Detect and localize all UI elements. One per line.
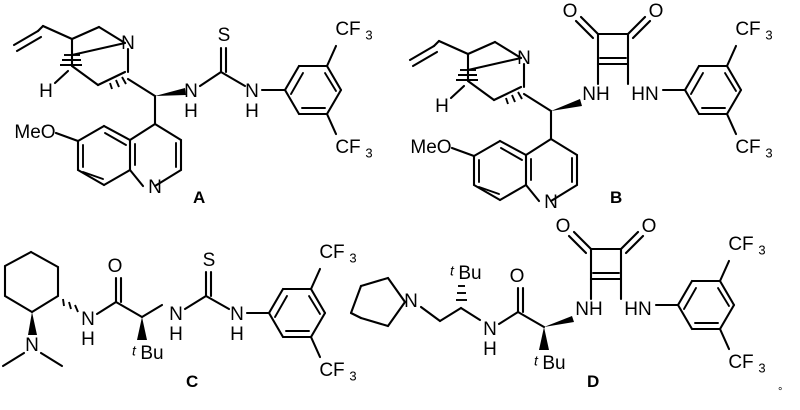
atom-label-N-thiourea-right-C: N xyxy=(230,304,244,325)
svg-text:CF: CF xyxy=(335,137,360,158)
atom-label-O-left-B: O xyxy=(563,1,578,22)
atom-label-tBu-bottom-D: t Bu xyxy=(534,353,566,374)
atom-label-CF3-bottom-A: CF 3 xyxy=(335,137,372,160)
structure-label-A: A xyxy=(193,188,206,207)
atom-label-H-amide-C: H xyxy=(81,329,95,350)
svg-text:Bu: Bu xyxy=(458,263,481,284)
atom-label-HN-right-D: HN xyxy=(624,299,651,320)
atom-label-O-amide-C: O xyxy=(108,256,123,277)
atom-label-CF3-bottom-B: CF 3 xyxy=(735,137,772,160)
structure-label-C: C xyxy=(186,372,199,391)
svg-text:CF: CF xyxy=(735,19,760,40)
atom-label-O-amide-D: O xyxy=(510,266,525,287)
atom-label-CF3-top-C: CF 3 xyxy=(319,242,356,265)
atom-label-N-quinoline-A: N xyxy=(148,177,162,198)
atom-label-N-dimethylamino-C: N xyxy=(25,335,39,356)
svg-text:3: 3 xyxy=(758,242,765,257)
atom-label-H-thiourea-right-C: H xyxy=(230,324,244,345)
wedge-tbu-C xyxy=(137,317,147,340)
hashed-bond-c8 xyxy=(109,76,127,90)
svg-text:3: 3 xyxy=(365,27,372,42)
atom-label-S-A: S xyxy=(218,25,231,46)
wedge-bond-A xyxy=(155,88,186,96)
structure-C: N N H O t Bu N H S N H xyxy=(1,242,357,383)
svg-text:3: 3 xyxy=(765,27,772,42)
svg-text:CF: CF xyxy=(335,19,360,40)
atom-label-N-quinuclidine-B: N xyxy=(517,48,531,69)
atom-label-O-right-B: O xyxy=(649,1,664,22)
atom-label-H-thiourea-left-C: H xyxy=(169,324,183,345)
svg-text:3: 3 xyxy=(349,250,356,265)
atom-label-O-right-D: O xyxy=(642,216,657,237)
svg-text:Bu: Bu xyxy=(542,353,565,374)
svg-text:3: 3 xyxy=(765,145,772,160)
svg-text:t: t xyxy=(450,263,455,279)
atom-label-N-pyrrolidine-D: N xyxy=(404,291,418,312)
wedge-nh-D xyxy=(544,316,574,327)
wedge-tbu-D xyxy=(539,327,549,350)
atom-label-N-amide-C: N xyxy=(81,309,95,330)
atom-label-N-thiourea-right-A: N xyxy=(245,81,259,102)
svg-text:3: 3 xyxy=(758,360,765,375)
atom-label-H-thiourea-left-A: H xyxy=(184,101,198,122)
svg-text:3: 3 xyxy=(349,368,356,383)
atom-label-H-bridgehead: H xyxy=(39,81,53,102)
wedge-bond-B xyxy=(551,99,582,111)
svg-text:3: 3 xyxy=(365,145,372,160)
structure-label-D: D xyxy=(587,372,600,391)
atom-label-NH-left-B: NH xyxy=(582,84,609,105)
atom-label-tBu-top-D: t Bu xyxy=(450,263,482,284)
atom-label-H-bridgehead-B: H xyxy=(435,96,449,117)
structure-label-B: B xyxy=(610,188,623,207)
atom-label-CF3-top-B: CF 3 xyxy=(735,19,772,42)
atom-label-N-quinuclidine: N xyxy=(121,33,135,54)
svg-text:CF: CF xyxy=(319,360,344,381)
atom-label-MeO-B: MeO xyxy=(410,137,451,158)
structure-D: N t Bu N H O t Bu NH xyxy=(349,216,766,375)
wedge-nme2-C xyxy=(28,312,37,335)
svg-text:CF: CF xyxy=(319,242,344,263)
hashed-bond-C xyxy=(62,298,79,313)
atom-label-N-thiourea-left-C: N xyxy=(169,304,183,325)
atom-label-H-amide-D: H xyxy=(483,339,497,360)
atom-label-CF3-top-D: CF 3 xyxy=(728,234,765,257)
atom-label-CF3-bottom-D: CF 3 xyxy=(728,352,765,375)
svg-text:CF: CF xyxy=(728,352,753,373)
atom-label-MeO-A: MeO xyxy=(14,122,55,143)
atom-label-H-thiourea-right-A: H xyxy=(245,101,259,122)
hashed-tbu-D xyxy=(456,285,467,301)
svg-text:t: t xyxy=(534,353,539,369)
atom-label-S-C: S xyxy=(203,250,216,271)
svg-text:t: t xyxy=(132,343,137,359)
atom-label-tBu-C: t Bu xyxy=(132,343,164,364)
svg-text:CF: CF xyxy=(728,234,753,255)
corner-degree-mark: ° xyxy=(778,386,783,398)
atom-label-CF3-top-A: CF 3 xyxy=(335,19,372,42)
hashed-bond-c8-B xyxy=(505,91,523,105)
atom-label-N-thiourea-left-A: N xyxy=(184,81,198,102)
atom-label-NH-left-D: NH xyxy=(575,299,602,320)
atom-label-N-quinoline-B: N xyxy=(544,192,558,213)
svg-text:Bu: Bu xyxy=(140,343,163,364)
svg-text:CF: CF xyxy=(735,137,760,158)
atom-label-N-amide-D: N xyxy=(483,319,497,340)
atom-label-O-left-D: O xyxy=(556,216,571,237)
structure-A: H N N MeO xyxy=(12,19,373,198)
structure-B: H N N MeO NH xyxy=(408,1,773,213)
atom-label-HN-right-B: HN xyxy=(631,84,658,105)
atom-label-CF3-bottom-C: CF 3 xyxy=(319,360,356,383)
